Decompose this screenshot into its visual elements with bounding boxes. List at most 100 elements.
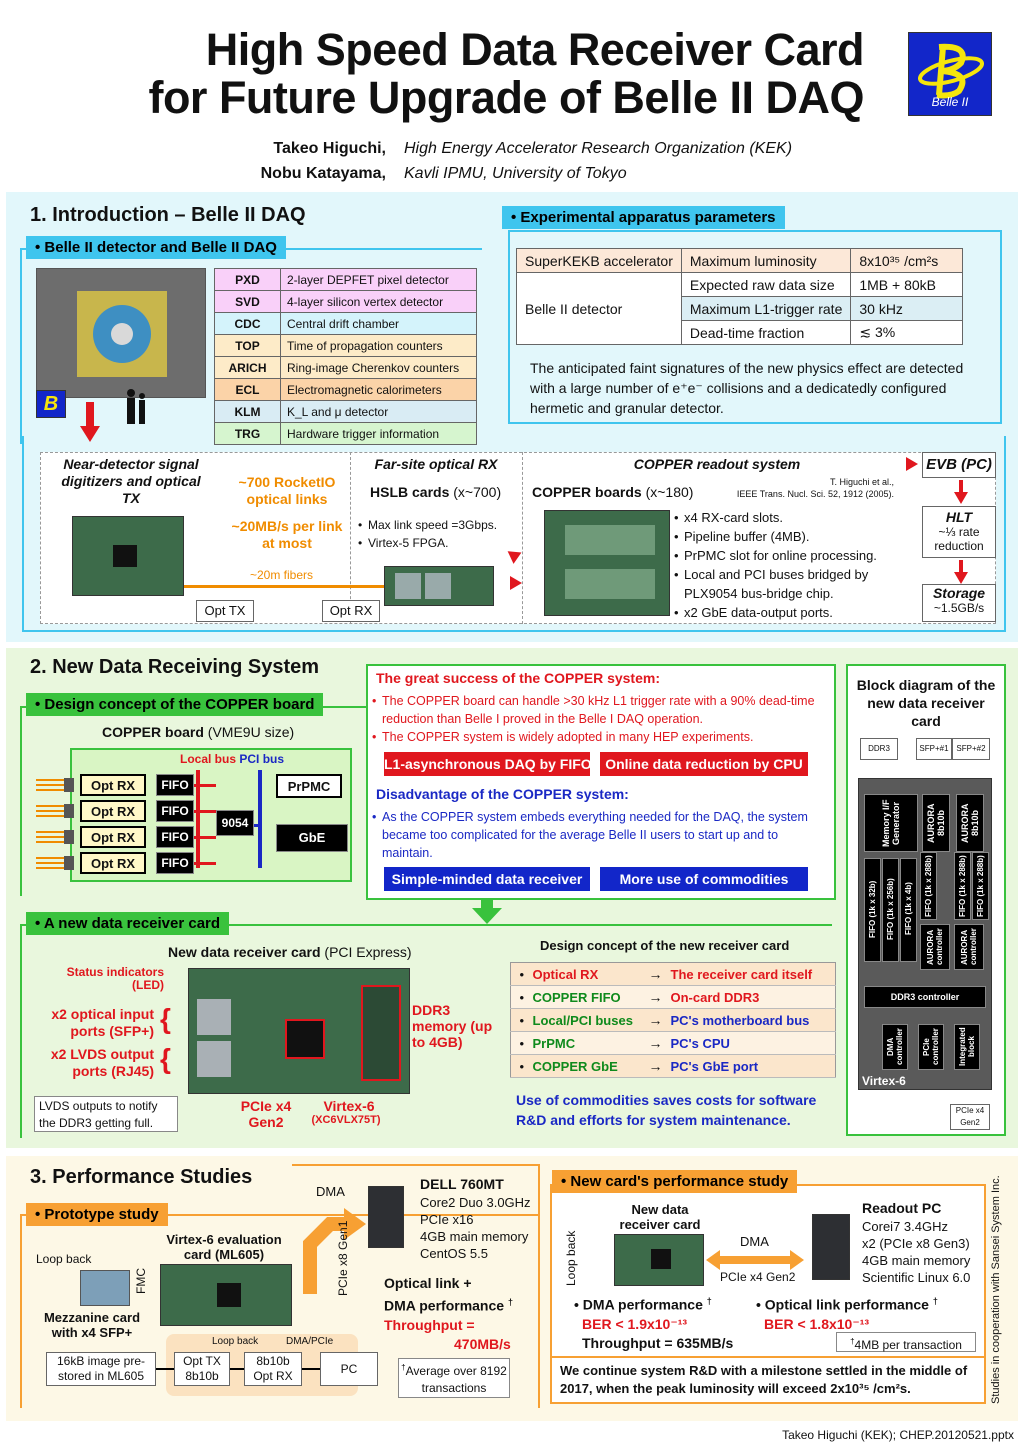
arrow-right-icon: →	[640, 1054, 671, 1078]
arrow-right-icon: →	[640, 985, 671, 1009]
prpmc-box: PrPMC	[276, 774, 342, 798]
params-tag: • Experimental apparatus parameters	[502, 206, 785, 229]
readout-spec-0: Corei7 3.4GHz	[862, 1219, 948, 1234]
design-tag: • Design concept of the COPPER board	[26, 693, 324, 716]
dell-title: DELL 760MT	[420, 1176, 504, 1192]
flow-box-image: 16kB image pre-stored in ML605	[46, 1352, 156, 1386]
subdetector-desc: Electromagnetic calorimeters	[280, 378, 477, 401]
params-text: The anticipated faint signatures of the …	[530, 360, 964, 416]
pci-bus-label: PCI bus	[239, 752, 285, 766]
ddr3-label: DDR3 memory (up to 4GB)	[412, 1002, 493, 1050]
dell-pc-icon	[368, 1186, 404, 1248]
dell-spec-1: PCIe x16	[420, 1212, 474, 1227]
sansei-note: Studies in cooperation with Sansei Syste…	[990, 1175, 1002, 1404]
rocket-links: ~700 RocketIO optical links	[238, 474, 336, 507]
blk-fifo5: FIFO (1k x 288b)	[958, 855, 967, 917]
ref-line-2: IEEE Trans. Nucl. Sci. 52, 1912 (2005).	[736, 489, 894, 499]
param-name-2: Dead-time fraction	[680, 320, 852, 345]
digitizer-photo	[72, 516, 184, 596]
param-value-luminosity: 8x10³⁵ /cm²s	[850, 248, 964, 273]
dagger: †	[507, 1297, 513, 1307]
copper-bold: COPPER boards	[532, 484, 642, 500]
subdetector-desc: Hardware trigger information	[280, 422, 477, 445]
arrow-right-icon: →	[640, 962, 671, 986]
opt-rx-box: Opt RX	[322, 600, 380, 622]
loop-back-label: Loop back	[36, 1252, 92, 1266]
new-card-tag: • A new data receiver card	[26, 912, 230, 935]
detector-image	[36, 268, 206, 398]
concept-from: PrPMC	[532, 1031, 641, 1055]
fifo-block: FIFO	[156, 774, 194, 796]
readout-pc-icon	[812, 1214, 850, 1280]
pcie-gen2-label: PCIe x4 Gen2	[720, 1270, 796, 1284]
opt-rx-block: Opt RX	[80, 774, 146, 796]
dell-spec-3: CentOS 5.5	[420, 1246, 488, 1261]
subdetector-desc: 4-layer silicon vertex detector	[280, 290, 477, 313]
loop-back-label-2: Loop back	[564, 1230, 578, 1286]
params-frame	[508, 230, 1002, 424]
fifo-block: FIFO	[156, 800, 194, 822]
flow-loop-label: Loop back	[212, 1336, 259, 1347]
readout-title: Readout PC	[862, 1200, 942, 1216]
subdetector-code: TRG	[214, 422, 281, 445]
fibers-label: ~20m fibers	[250, 568, 314, 582]
arrow-icon	[906, 457, 918, 471]
concept-title-3: of the new receiver card	[636, 938, 790, 953]
copper-bullet-0: x4 RX-card slots.	[674, 508, 902, 527]
throughput-2: Throughput = 635MB/s	[582, 1334, 734, 1351]
detector-tag: • Belle II detector and Belle II DAQ	[26, 236, 286, 259]
disadv-bullet-0: As the COPPER system embeds everything n…	[372, 808, 828, 862]
proto-tag: • Prototype study	[26, 1203, 168, 1226]
input-arrows-icon	[36, 802, 76, 820]
concept-row: •COPPER GbE→PC's GbE port	[510, 1054, 836, 1078]
brace-icon: {	[160, 1043, 171, 1074]
subdetector-desc: 2-layer DEPFET pixel detector	[280, 268, 477, 291]
conclusion: We continue system R&D with a milestone …	[560, 1363, 968, 1396]
blk-fifo6: FIFO (1k x 288b)	[976, 855, 985, 917]
blk-aurora1: AURORA 8b10b	[926, 803, 946, 843]
blk-sfp1: SFP+#1	[916, 738, 952, 760]
concept-row: •Optical RX→The receiver card itself	[510, 962, 836, 986]
opt-perf-line2: DMA performance	[384, 1297, 505, 1314]
ml605-title: Virtex-6 evaluation card (ML605)	[166, 1232, 282, 1262]
storage-rate: ~1.5GB/s	[933, 601, 985, 615]
subdetector-code: SVD	[214, 290, 281, 313]
param-value-2: ≲ 3%	[850, 320, 964, 345]
disadv-bullets: As the COPPER system embeds everything n…	[372, 808, 828, 862]
subdetector-code: ARICH	[214, 356, 281, 379]
virtex6-part: (XC6VLX75T)	[311, 1114, 381, 1126]
subdetector-code: PXD	[214, 268, 281, 291]
copper-title: COPPER readout system	[633, 456, 801, 472]
param-value-0: 1MB + 80kB	[850, 272, 964, 297]
near-title: Near-detector signal digitizers and opti…	[61, 456, 201, 506]
fifo-block: FIFO	[156, 852, 194, 874]
readout-specs: Corei7 3.4GHz x2 (PCIe x8 Gen3) 4GB main…	[862, 1218, 970, 1286]
blk-dma: DMA controller	[886, 1028, 904, 1066]
readout-spec-3: Scientific Linux 6.0	[862, 1270, 971, 1285]
down-arrow-icon	[954, 480, 968, 509]
param-name-1: Maximum L1-trigger rate	[680, 296, 852, 321]
copper-bullets: x4 RX-card slots. Pipeline buffer (4MB).…	[674, 508, 902, 622]
fifo-block: FIFO	[156, 826, 194, 848]
pcie-gen1-label: PCIe x8 Gen1	[336, 1220, 350, 1296]
blk-auroractl1: AURORA controller	[926, 928, 944, 966]
footer: Takeo Higuchi (KEK); CHEP.20120521.pptx	[782, 1428, 1014, 1442]
newperf-tag: • New card's performance study	[552, 1170, 798, 1193]
newcard-label: New data receiver card	[619, 1202, 701, 1232]
double-arrow-icon	[706, 1250, 804, 1275]
section3-title: 3. Performance Studies	[30, 1166, 253, 1188]
blk-aurora2: AURORA 8b10b	[960, 803, 980, 843]
dma-label: DMA	[316, 1184, 345, 1199]
blk-fifo3: FIFO (1k x 4b)	[904, 882, 913, 936]
subdetector-code: TOP	[214, 334, 281, 357]
hslb-bullets: Max link speed =3Gbps. Virtex-5 FPGA.	[358, 516, 497, 552]
opt-rx-block: Opt RX	[80, 852, 146, 874]
arrow-icon	[510, 576, 522, 590]
brace-icon: {	[160, 1003, 171, 1034]
title-line-2: for Future Upgrade of Belle II DAQ	[148, 72, 864, 123]
params-table: SuperKEKB accelerator Maximum luminosity…	[516, 248, 964, 345]
dell-spec-2: 4GB main memory	[420, 1229, 529, 1244]
